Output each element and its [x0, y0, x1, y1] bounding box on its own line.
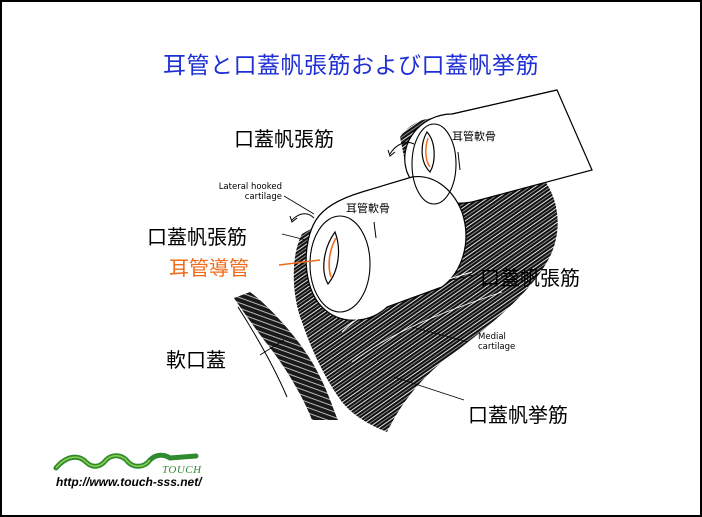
arrow-4: [457, 151, 461, 171]
leader-tensor-left: [281, 233, 307, 241]
brand-name: TOUCH: [162, 464, 202, 476]
hooked-cartilage-lower: [323, 230, 340, 286]
soft-palate-muscle: [234, 292, 338, 420]
label-tensor-right: 口蓋帆張筋: [480, 266, 580, 290]
cartilage-tube-lower: [305, 175, 467, 321]
touch-logo-icon: [53, 452, 199, 471]
label-medial: Medial cartilage: [478, 332, 515, 352]
soft-palate-outline: [237, 306, 288, 398]
label-medial-line2: cartilage: [478, 342, 516, 352]
label-medial-line1: Medial: [478, 332, 506, 342]
leader-tube-lumen: [278, 259, 321, 266]
arrow-1: [291, 213, 315, 221]
label-levator: 口蓋帆挙筋: [468, 403, 568, 427]
label-lateral-hooked-line2: cartilage: [244, 192, 282, 202]
leader-medial: [411, 326, 469, 343]
arrow-2: [389, 141, 415, 155]
label-cartilage-top: 耳管軟骨: [452, 130, 496, 143]
hooked-cartilage-upper: [421, 130, 435, 173]
leader-levator: [393, 376, 465, 401]
leader-lateral-hooked: [283, 195, 315, 215]
label-tube-lumen: 耳管導管: [169, 256, 249, 280]
label-tensor-top: 口蓋帆張筋: [234, 127, 334, 151]
label-lateral-hooked-line1: Lateral hooked: [218, 182, 282, 192]
label-lateral-hooked: Lateral hooked cartilage: [198, 182, 282, 202]
footer-url[interactable]: http://www.touch-sss.net/: [56, 475, 202, 489]
arrow-3: [373, 221, 377, 239]
slide-title: 耳管と口蓋帆張筋および口蓋帆挙筋: [163, 53, 539, 79]
label-soft-palate: 軟口蓋: [166, 348, 226, 372]
label-tensor-left: 口蓋帆張筋: [147, 225, 247, 249]
label-cartilage-mid: 耳管軟骨: [346, 202, 390, 215]
leader-soft-palate: [259, 339, 285, 356]
leader-tensor-right: [451, 273, 479, 281]
